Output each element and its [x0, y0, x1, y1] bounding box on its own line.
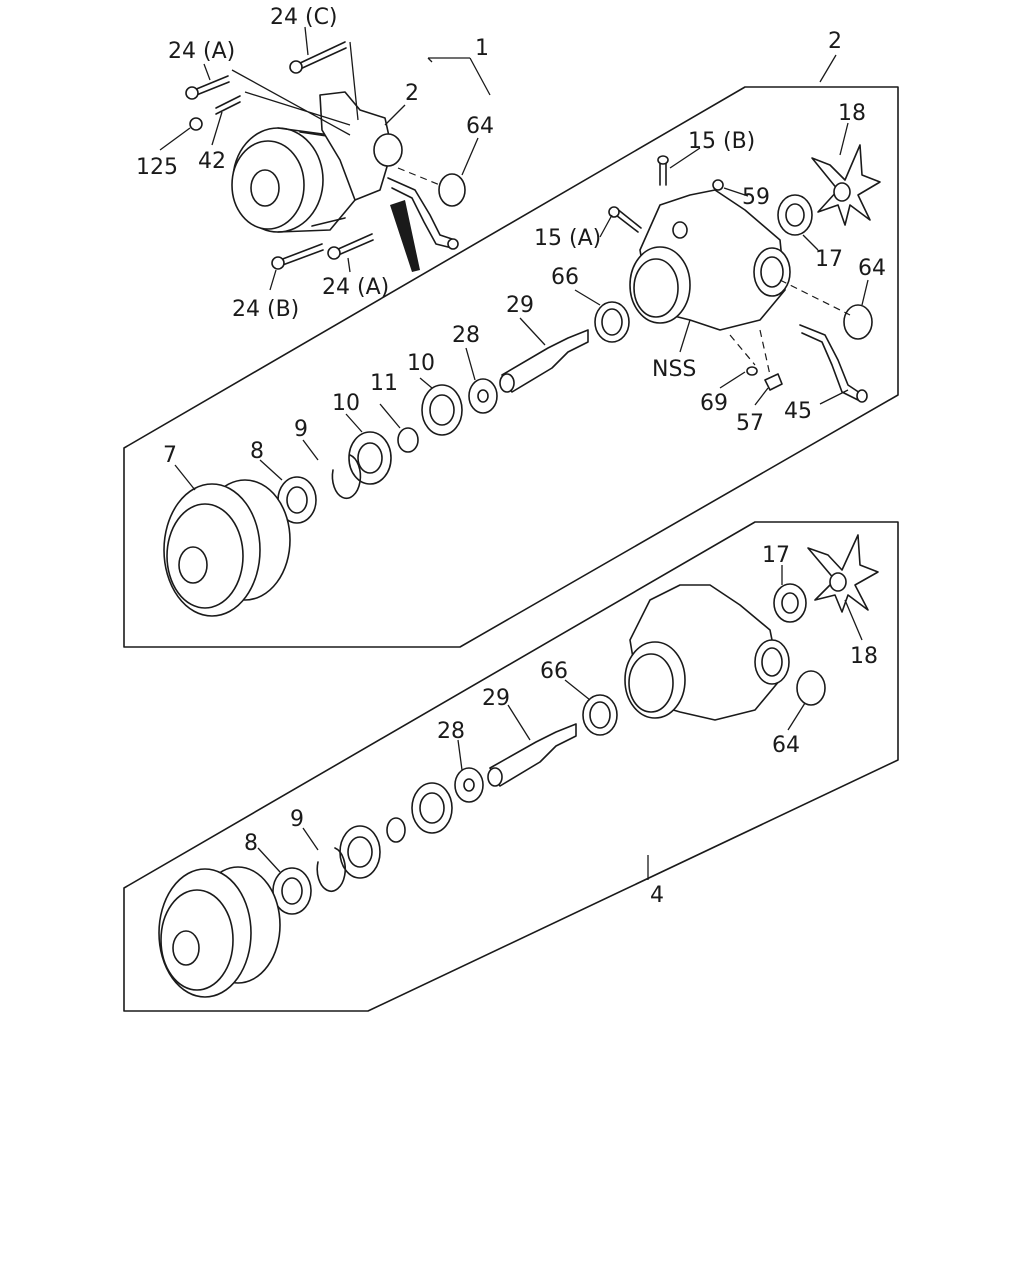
label-42: 42	[198, 149, 226, 174]
leader-lines	[159, 26, 869, 880]
label-18-upper: 18	[838, 101, 866, 126]
label-17-upper: 17	[815, 247, 843, 272]
label-15a: 15 (A)	[534, 226, 601, 251]
assembly-4-parts	[158, 534, 879, 998]
label-64-upper: 64	[858, 256, 886, 281]
label-64-lower: 64	[772, 733, 800, 758]
label-64-top: 64	[466, 114, 494, 139]
assembly-4-frame	[123, 521, 899, 1012]
label-24a-bottom: 24 (A)	[322, 275, 389, 300]
label-10-upper: 10	[407, 351, 435, 376]
label-2-top: 2	[405, 81, 419, 106]
assembly-2-frame	[123, 86, 899, 648]
label-1: 1	[475, 36, 489, 61]
label-28-lower: 28	[437, 719, 465, 744]
label-2-box: 2	[828, 29, 842, 54]
label-11: 11	[370, 371, 398, 396]
label-29-upper: 29	[506, 293, 534, 318]
label-69: 69	[700, 391, 728, 416]
label-nss: NSS	[652, 357, 696, 382]
label-24a-top: 24 (A)	[168, 39, 235, 64]
label-29-lower: 29	[482, 686, 510, 711]
label-125: 125	[136, 155, 178, 180]
label-17-lower: 17	[762, 543, 790, 568]
label-57: 57	[736, 411, 764, 436]
label-24b: 24 (B)	[232, 297, 299, 322]
label-10-lower: 10	[332, 391, 360, 416]
label-4: 4	[650, 883, 664, 908]
part-labels: 24 (C) 24 (A) 1 2 64 125 42 24 (B) 24 (A…	[136, 5, 886, 908]
label-66-lower: 66	[540, 659, 568, 684]
label-8-lower: 8	[244, 831, 258, 856]
label-9-lower: 9	[290, 807, 304, 832]
label-15b: 15 (B)	[688, 129, 755, 154]
label-59: 59	[742, 185, 770, 210]
label-8-upper: 8	[250, 439, 264, 464]
label-45: 45	[784, 399, 812, 424]
label-9-upper: 9	[294, 417, 308, 442]
label-24c: 24 (C)	[270, 5, 338, 30]
label-18-lower: 18	[850, 644, 878, 669]
assembly-2-parts	[163, 144, 881, 617]
label-7: 7	[163, 443, 177, 468]
label-28-upper: 28	[452, 323, 480, 348]
pump-assembly-complete	[185, 41, 466, 272]
label-66-upper: 66	[551, 265, 579, 290]
